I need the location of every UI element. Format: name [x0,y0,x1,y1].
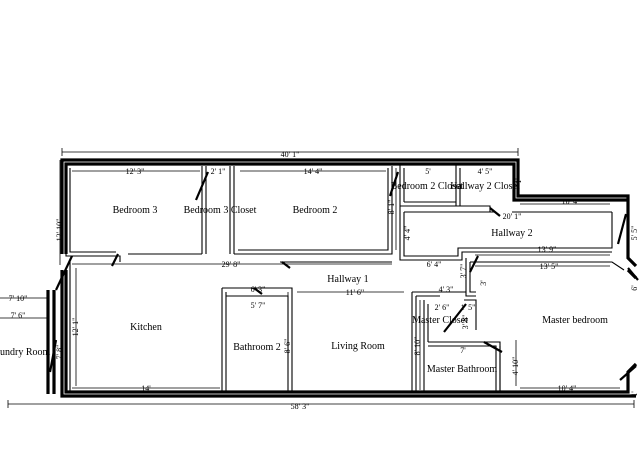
dim-kitchen-width: 14' [141,384,151,393]
room-label-kitchen: Kitchen [130,322,162,333]
room-label-bedroom2-closet: Bedroom 2 Closet [391,181,464,192]
dim-closet-depth: 8' 1" [387,200,396,215]
room-label-living-room: Living Room [331,341,385,352]
dim-master-closet-width: 2' 6" [435,303,450,312]
dim-laundry-top: 7' 10" [9,294,28,303]
dim-master-bedroom-width: 13' 5" [540,262,559,271]
dim-master-top: 13' 9" [538,245,557,254]
door-laundry [48,339,58,373]
door-hallway1-left [55,255,73,291]
door-bathroom2 [253,287,263,295]
interior-walls [65,164,625,392]
dim-master-closet-inner: 3' 8" [461,315,470,330]
dimension-lines [0,148,635,408]
door-hallway2-right [616,213,628,245]
dim-hallway2-top: 10' 4" [562,197,581,206]
dim-master-closet-height: 3' 7" [459,264,468,279]
door-hallway2-closet [489,207,501,217]
dim-master-bath-side: 8' 10" [413,337,422,356]
dim-master-bottom: 10' 4" [558,384,577,393]
dim-bedroom3-closet-width: 2' 1" [211,167,226,176]
dim-master-closet-side: 1' 5" [461,303,476,312]
dim-overall-bottom: 58' 3" [291,402,310,411]
dim-master-closet-top: 4' 3" [439,285,454,294]
door-master-bath [483,341,503,353]
dim-master-wall-small: 3' [479,280,488,286]
door-bedroom3 [111,253,119,267]
door-master-closet [443,303,467,333]
dim-bedroom3-width: 12' 3" [126,167,145,176]
room-label-bedroom3-closet: Bedroom 3 Closet [184,205,257,216]
room-label-bedroom2: Bedroom 2 [293,205,338,216]
room-label-master-closet: Master Closet [412,315,468,326]
door-bedroom2 [281,261,291,269]
room-label-bedroom3: Bedroom 3 [113,205,158,216]
dim-right-edge-bottom: 1' [630,391,639,397]
door-master-bedroom [469,255,479,273]
dim-bedroom2-width: 14' 4" [304,167,323,176]
door-master-right [619,365,637,381]
dim-kitchen-height: 12' 1" [71,318,80,337]
dim-bathroom2-top: 6' 3" [251,285,266,294]
dim-master-bath-top: 7' [460,346,466,355]
room-label-laundry-room: undry Room [0,347,51,358]
room-label-hallway2: Hallway 2 [491,228,532,239]
dim-overall-top: 40' 1" [281,150,300,159]
dim-laundry-width: 7' 6" [11,311,26,320]
dim-hallway1-stub: 6' 4" [427,260,442,269]
dim-right-edge-top: 5' 5" [630,226,639,241]
dim-bathroom2-inner: 5' 7" [251,301,266,310]
room-label-master-bedroom: Master bedroom [542,315,608,326]
room-label-master-bathroom: Master Bathroom [427,364,497,375]
door-bedroom3-closet [194,171,210,201]
dim-hallway1-top: 29' 8" [222,260,241,269]
dim-living-room-width: 11' 6" [346,288,364,297]
dimension-labels: 40' 1" 58' 3" 12' 3" 2' 1" 14' 4" 5' 4' … [9,150,639,411]
dim-master-bath-height: 4' 10" [511,357,520,376]
door-right-top [627,267,639,281]
room-label-hallway1: Hallway 1 [327,274,368,285]
dim-hallway2-closet-height: 1' [514,178,523,184]
doors [48,171,639,381]
room-labels: Bedroom 3 Bedroom 3 Closet Bedroom 2 Bed… [0,181,608,375]
dim-right-edge-mid: 6' [630,285,639,291]
door-bedroom2-closet [388,171,400,197]
dim-hallway2-width: 20' 1" [503,212,522,221]
dim-hallway2-closet-width: 4' 5" [478,167,493,176]
dim-laundry-height: 7' 8" [55,345,64,360]
dim-bedroom2-closet-width: 5' [425,167,431,176]
room-label-bathroom2: Bathroom 2 [233,342,281,353]
dim-bathroom2-height: 8' 6" [283,339,292,354]
dim-hallway2-height: 4' 4" [403,226,412,241]
room-label-hallway2-closet: Hallway 2 Closet [450,181,520,192]
dim-left-wing-height: 12' 10" [55,219,64,242]
